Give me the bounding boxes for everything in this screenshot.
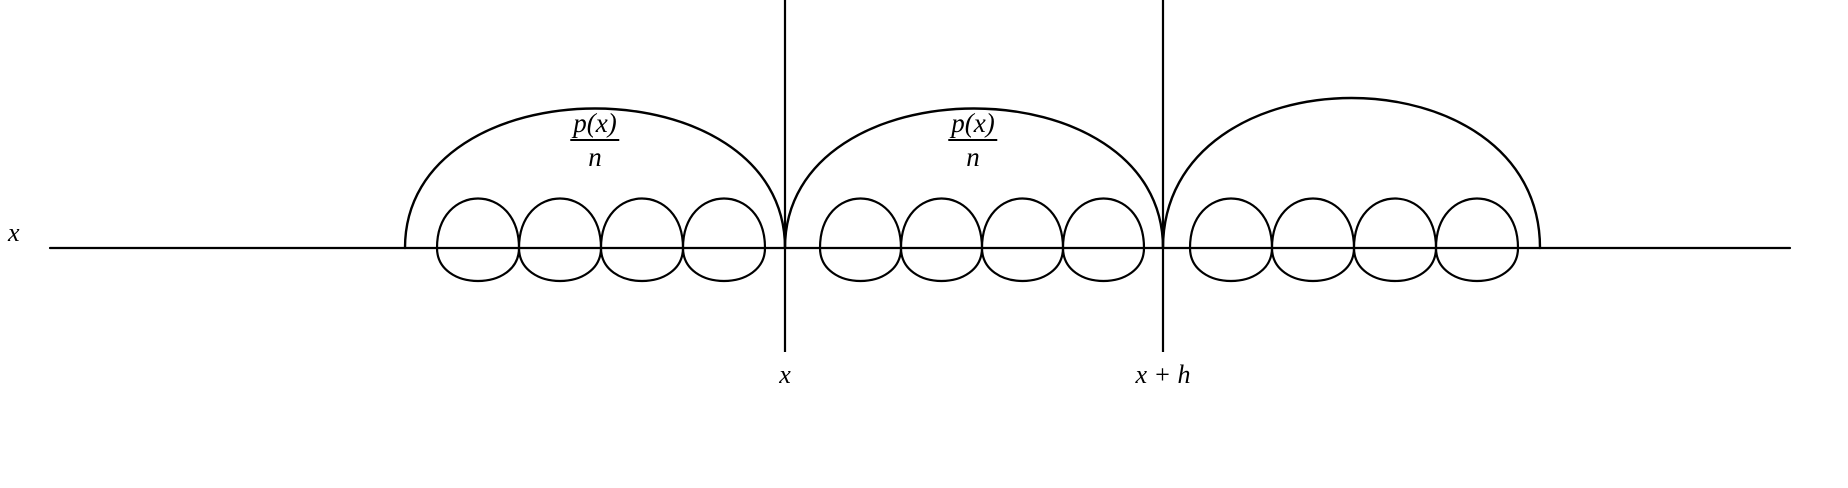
sub-loop — [1352, 197, 1438, 250]
unit-arc-second — [783, 107, 1165, 250]
sub-loop-underside — [599, 246, 685, 283]
sub-loop-underside — [1061, 246, 1146, 282]
fraction-bar — [948, 139, 998, 141]
unit-arc-first — [403, 107, 787, 250]
fraction-denominator: n — [588, 142, 602, 172]
sub-loop — [1270, 197, 1356, 250]
sub-loop-underside — [1270, 246, 1356, 283]
tick-label-x-plus-h: x + h — [1135, 360, 1191, 389]
sub-loop — [1434, 197, 1520, 250]
sub-loop-underside — [681, 246, 767, 283]
sub-loop-underside — [818, 246, 903, 282]
sub-loop-underside — [1352, 246, 1438, 283]
sub-loop — [899, 197, 984, 250]
axis-label: x — [8, 218, 20, 247]
fraction-denominator: n — [966, 142, 980, 172]
sub-loop — [517, 197, 603, 250]
fraction-bar — [570, 139, 620, 141]
arc-label-first: p(x) n — [570, 108, 620, 172]
sub-loop-underside — [517, 246, 603, 283]
sub-loop-underside — [1188, 246, 1274, 283]
sub-loop-underside — [980, 246, 1065, 282]
sub-loop — [980, 197, 1065, 250]
sub-loop — [1061, 197, 1146, 250]
tick-label-x: x — [779, 360, 791, 389]
sub-loop — [435, 197, 521, 250]
unit-arc-third — [1161, 96, 1542, 250]
sub-loop — [1188, 197, 1274, 250]
fraction-numerator: p(x) — [951, 108, 995, 138]
sub-loop-underside — [1434, 246, 1520, 283]
fraction-numerator: p(x) — [573, 108, 617, 138]
sub-loop-underside — [899, 246, 984, 282]
sub-loop — [599, 197, 685, 250]
sub-loop — [681, 197, 767, 250]
sub-loop-underside — [435, 246, 521, 283]
sub-loop — [818, 197, 903, 250]
arc-label-second: p(x) n — [948, 108, 998, 172]
